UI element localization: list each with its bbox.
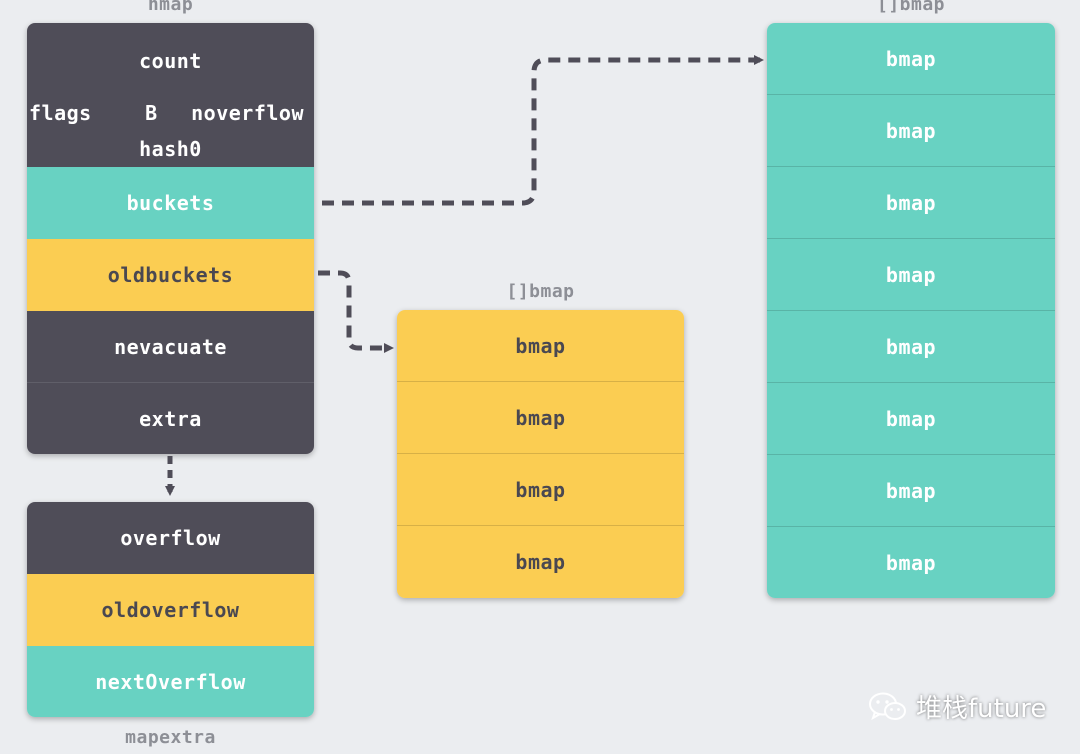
- field-hash0: hash0: [27, 131, 314, 167]
- field-nextoverflow: nextOverflow: [27, 646, 314, 717]
- hmap-caption: hmap: [147, 0, 194, 15]
- watermark-text: 堆栈future: [916, 694, 1047, 724]
- old-buckets-array-caption: []bmap: [506, 281, 575, 302]
- buckets-array-caption: []bmap: [876, 0, 946, 15]
- field-nevacuate: nevacuate: [27, 311, 314, 383]
- field-b: B: [145, 101, 158, 125]
- bucket-item: bmap: [767, 383, 1055, 455]
- old-bucket-item: bmap: [397, 454, 684, 526]
- mapextra-struct: overflow oldoverflow nextOverflow: [27, 502, 314, 717]
- oldbuckets-pointer-arrow: [318, 270, 394, 353]
- bucket-item: bmap: [767, 455, 1055, 527]
- old-bucket-item: bmap: [397, 310, 684, 382]
- bucket-item: bmap: [767, 95, 1055, 167]
- field-noverflow: noverflow: [191, 101, 304, 125]
- bucket-item: bmap: [767, 527, 1055, 598]
- bucket-item: bmap: [767, 239, 1055, 311]
- buckets-array: bmap bmap bmap bmap bmap bmap bmap bmap: [767, 23, 1055, 598]
- bucket-item: bmap: [767, 167, 1055, 239]
- field-oldoverflow: oldoverflow: [27, 574, 314, 646]
- field-overflow: overflow: [27, 502, 314, 574]
- field-count: count: [27, 23, 314, 95]
- bucket-item: bmap: [767, 311, 1055, 383]
- field-oldbuckets: oldbuckets: [27, 239, 314, 311]
- wechat-icon: [869, 692, 906, 720]
- mapextra-caption: mapextra: [125, 727, 216, 748]
- old-bucket-item: bmap: [397, 382, 684, 454]
- bucket-item: bmap: [767, 23, 1055, 95]
- old-buckets-array: bmap bmap bmap bmap: [397, 310, 684, 598]
- hmap-struct: count flags B noverflow hash0 buckets ol…: [27, 23, 314, 454]
- field-row-flags-b-noverflow: flags B noverflow: [27, 95, 314, 131]
- old-bucket-item: bmap: [397, 526, 684, 598]
- field-buckets: buckets: [27, 167, 314, 239]
- field-extra: extra: [27, 383, 314, 454]
- buckets-pointer-arrow: [322, 55, 764, 206]
- field-flags: flags: [29, 101, 92, 125]
- watermark: 堆栈future: [868, 688, 1046, 725]
